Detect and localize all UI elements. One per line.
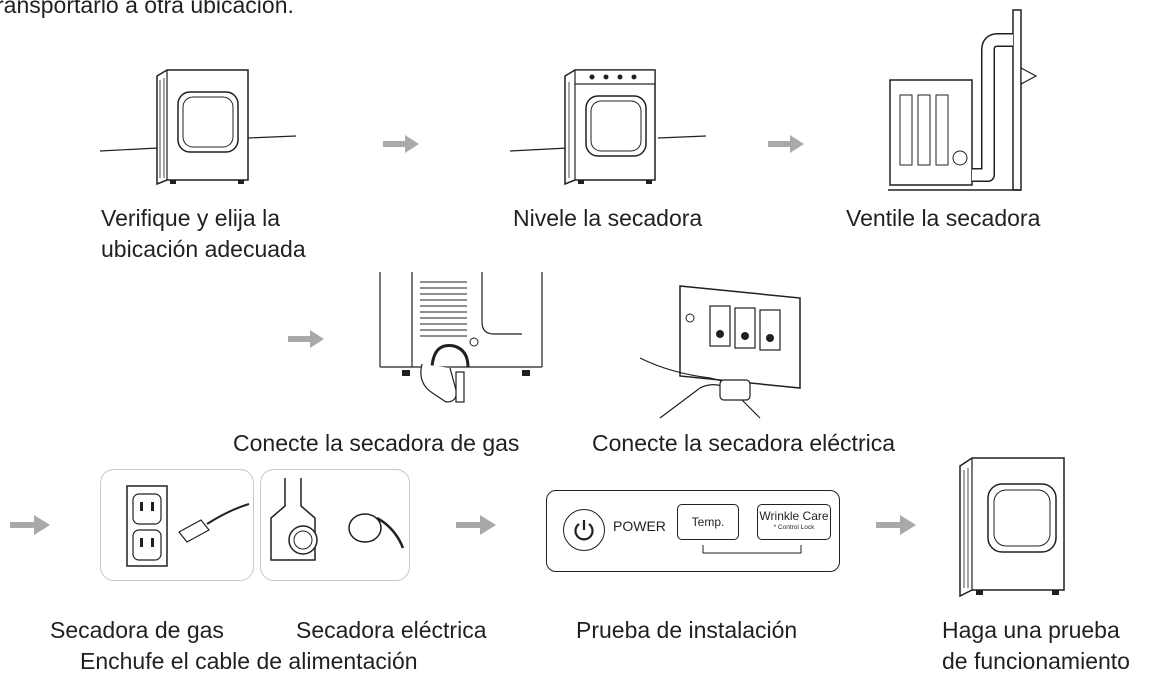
plug-gas-caption: Secadora de gas <box>50 617 224 643</box>
dryer-vent-illustration <box>888 9 1038 191</box>
step-vent-caption: Ventile la secadora <box>846 205 1041 231</box>
lock-bracket <box>702 545 802 554</box>
arrow-right-icon <box>876 515 916 535</box>
plug-electric-caption: Secadora eléctrica <box>296 617 487 643</box>
step-location-caption-1: Verifique y elija la <box>101 205 280 231</box>
arrow-right-icon <box>288 330 324 348</box>
control-lock-label: * Control Lock <box>773 524 815 531</box>
arrow-right-icon <box>10 515 50 535</box>
dryer-location-illustration <box>99 69 297 186</box>
intro-text: ransportarlo a otra ubicación. <box>0 0 294 18</box>
wrinkle-care-label: Wrinkle Care <box>759 509 829 523</box>
test-install-caption: Prueba de instalación <box>576 617 798 643</box>
arrow-right-icon <box>383 135 419 153</box>
outlet-plug-icon <box>126 485 250 567</box>
gas-connection-illustration <box>379 272 543 403</box>
arrow-right-icon <box>456 515 496 535</box>
dryer-test-illustration <box>959 457 1065 598</box>
wrinkle-care-button[interactable]: Wrinkle Care * Control Lock <box>757 504 831 540</box>
temp-label: Temp. <box>691 515 725 529</box>
power-button[interactable] <box>563 509 605 551</box>
dryer-level-illustration <box>509 69 707 186</box>
step-location-caption-2: ubicación adecuada <box>101 236 306 262</box>
electric-connection-illustration <box>639 285 801 419</box>
gas-plug-panel <box>100 469 254 581</box>
step-level-caption: Nivele la secadora <box>513 205 703 231</box>
step-gas-caption: Conecte la secadora de gas <box>233 430 520 456</box>
test-run-caption-2: de funcionamiento <box>942 648 1130 674</box>
step-electric-caption: Conecte la secadora eléctrica <box>592 430 895 456</box>
arrow-right-icon <box>768 135 804 153</box>
temp-button[interactable]: Temp. <box>677 504 739 540</box>
power-label: POWER <box>613 518 666 534</box>
control-panel: POWER Temp. Wrinkle Care * Control Lock <box>546 490 840 572</box>
electric-plug-panel <box>260 469 410 581</box>
plug-title-caption: Enchufe el cable de alimentación <box>80 648 418 674</box>
power-icon <box>574 520 594 541</box>
test-run-caption-1: Haga una prueba <box>942 617 1120 643</box>
electric-plug-icon <box>270 478 405 561</box>
